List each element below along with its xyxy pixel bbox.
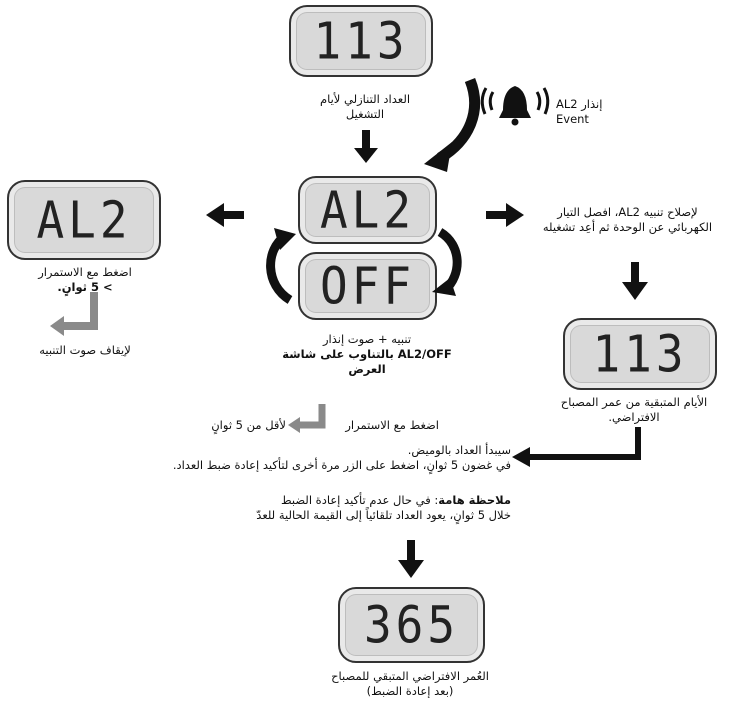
lcd-display-top: 113 bbox=[289, 5, 433, 77]
countdown-label-line2: التشغيل bbox=[345, 107, 385, 121]
lcd-display-right-113: 113 bbox=[563, 318, 717, 390]
default-life-label: العُمر الافتراضي المتبقي للمصباح (بعد إع… bbox=[320, 669, 500, 699]
note-line1: ملاحظة هامة: في حال عدم تأكيد إعادة الضب… bbox=[168, 493, 511, 508]
hold-less-label: لأقل من 5 ثوانٍ bbox=[196, 418, 286, 433]
arrow-left-icon bbox=[206, 203, 244, 227]
lcd-display-left-al2: AL2 bbox=[7, 180, 161, 260]
arrow-down-icon-3 bbox=[398, 540, 424, 578]
countdown-label-line1: العداد التنازلي لأيام bbox=[319, 92, 411, 106]
hold-press-text: اضغط مع الاستمرار bbox=[345, 418, 439, 432]
note-line2: خلال 5 ثوانٍ، يعود العداد تلقائياً إلى ا… bbox=[256, 508, 511, 522]
al2-event-line1: إنذار AL2 bbox=[556, 97, 603, 111]
gray-return-arrow-icon-1 bbox=[50, 292, 98, 336]
blink-line1: سيبدأ العداد بالوميض. bbox=[407, 443, 511, 457]
lcd-readout-top: 113 bbox=[313, 11, 409, 71]
hold-press-label: اضغط مع الاستمرار bbox=[334, 418, 439, 433]
lcd-readout-center-off: OFF bbox=[319, 256, 416, 316]
alarm-label-line1: تنبيه + صوت إنذار bbox=[322, 332, 412, 346]
default-life-line2: (بعد إعادة الضبط) bbox=[366, 684, 454, 698]
hold-label-line1: اضغط مع الاستمرار bbox=[38, 265, 132, 279]
remaining-label: الأيام المتبقية من عمر المصباح الافتراضي… bbox=[540, 395, 728, 425]
al2-event-line2: Event bbox=[556, 112, 589, 126]
stop-alarm-label: لإيقاف صوت التنبيه bbox=[20, 343, 150, 358]
countdown-label: العداد التنازلي لأيام التشغيل bbox=[300, 92, 430, 122]
note-line1-rest: : في حال عدم تأكيد إعادة الضبط bbox=[280, 493, 439, 507]
arrow-down-icon-1 bbox=[354, 130, 378, 163]
hold-label-line2: > 5 ثوانٍ. bbox=[57, 280, 113, 294]
fix-label-line2: الكهربائي عن الوحدة ثم أعِد تشغيله bbox=[542, 220, 713, 234]
alarm-label: تنبيه + صوت إنذار AL2/OFF بالتناوب على ش… bbox=[262, 332, 472, 377]
arrow-right-icon bbox=[486, 203, 524, 227]
curved-arrow-head bbox=[424, 142, 452, 172]
default-life-line1: العُمر الافتراضي المتبقي للمصباح bbox=[331, 669, 489, 683]
l-shaped-arrow-icon bbox=[512, 427, 641, 467]
stop-alarm-text: لإيقاف صوت التنبيه bbox=[39, 343, 131, 357]
blink-instructions: سيبدأ العداد بالوميض. في غضون 5 ثوانٍ، ا… bbox=[116, 443, 511, 473]
alarm-bell-icon bbox=[480, 86, 550, 126]
lcd-display-center-off: OFF bbox=[298, 252, 437, 320]
hold-label: اضغط مع الاستمرار > 5 ثوانٍ. bbox=[20, 265, 150, 295]
curved-arrow-down-icon bbox=[436, 77, 480, 163]
fix-label-line1: لإصلاح تنبيه AL2، افصل التيار bbox=[557, 205, 698, 219]
lcd-display-bottom-365: 365 bbox=[338, 587, 485, 663]
important-note: ملاحظة هامة: في حال عدم تأكيد إعادة الضب… bbox=[168, 493, 511, 523]
lcd-readout-right-113: 113 bbox=[592, 324, 688, 384]
lcd-readout-bottom-365: 365 bbox=[363, 595, 460, 655]
hold-less-text: لأقل من 5 ثوانٍ bbox=[211, 418, 286, 432]
lcd-display-center-al2: AL2 bbox=[298, 176, 437, 244]
al2-event-label: إنذار AL2 Event bbox=[556, 97, 646, 127]
fix-label: لإصلاح تنبيه AL2، افصل التيار الكهربائي … bbox=[530, 205, 725, 235]
blink-line2: في غضون 5 ثوانٍ، اضغط على الزر مرة أخرى … bbox=[172, 458, 511, 472]
gray-return-arrow-icon-2 bbox=[288, 404, 326, 433]
lcd-readout-center-al2: AL2 bbox=[319, 180, 416, 240]
arrow-down-icon-2 bbox=[622, 262, 648, 300]
note-heading: ملاحظة هامة bbox=[438, 493, 511, 507]
alarm-label-line2: AL2/OFF بالتناوب على شاشة العرض bbox=[282, 347, 452, 376]
remaining-label-line1: الأيام المتبقية من عمر المصباح bbox=[560, 395, 708, 409]
lcd-readout-left-al2: AL2 bbox=[36, 190, 132, 250]
remaining-label-line2: الافتراضي. bbox=[608, 410, 660, 424]
